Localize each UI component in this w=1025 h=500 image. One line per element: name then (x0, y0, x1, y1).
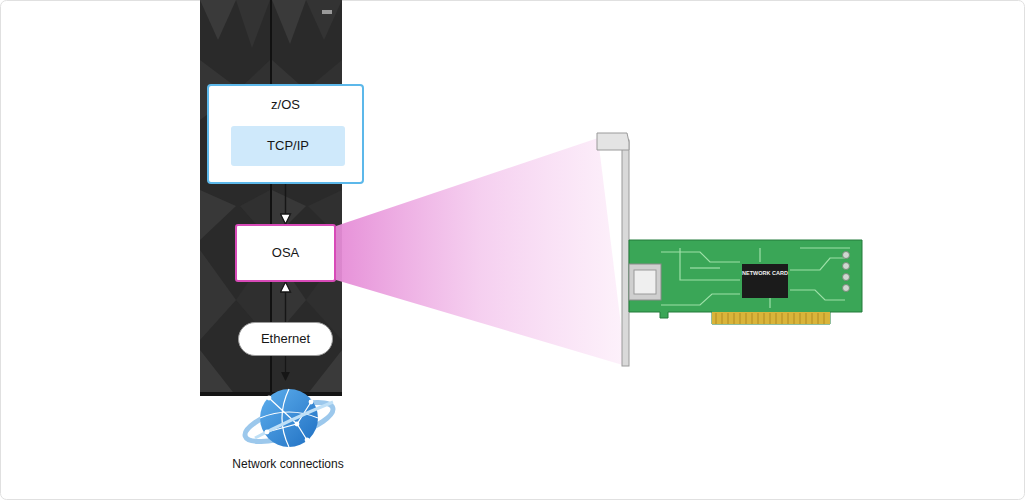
node-text: Ethernet (261, 332, 310, 347)
connector-arrow (285, 282, 286, 322)
stack-box: TCP/IP (231, 126, 345, 166)
node-text: TCP/IP (267, 139, 309, 154)
chip-label: NETWORK CARD (742, 271, 788, 277)
network-pill: Ethernet (238, 322, 333, 356)
network-globe: Network connections (215, 380, 361, 478)
network-card (597, 133, 862, 366)
node-text: Network connections (232, 458, 343, 472)
adapter-box: OSA (235, 224, 336, 282)
globe-icon (215, 380, 361, 450)
zoom-funnel (336, 138, 626, 366)
node-text: z/OS (271, 98, 300, 113)
connector-arrow (285, 356, 286, 380)
system-box: z/OS TCP/IP (207, 84, 364, 184)
node-text: OSA (272, 246, 299, 261)
mainframe-rack (200, 0, 342, 396)
